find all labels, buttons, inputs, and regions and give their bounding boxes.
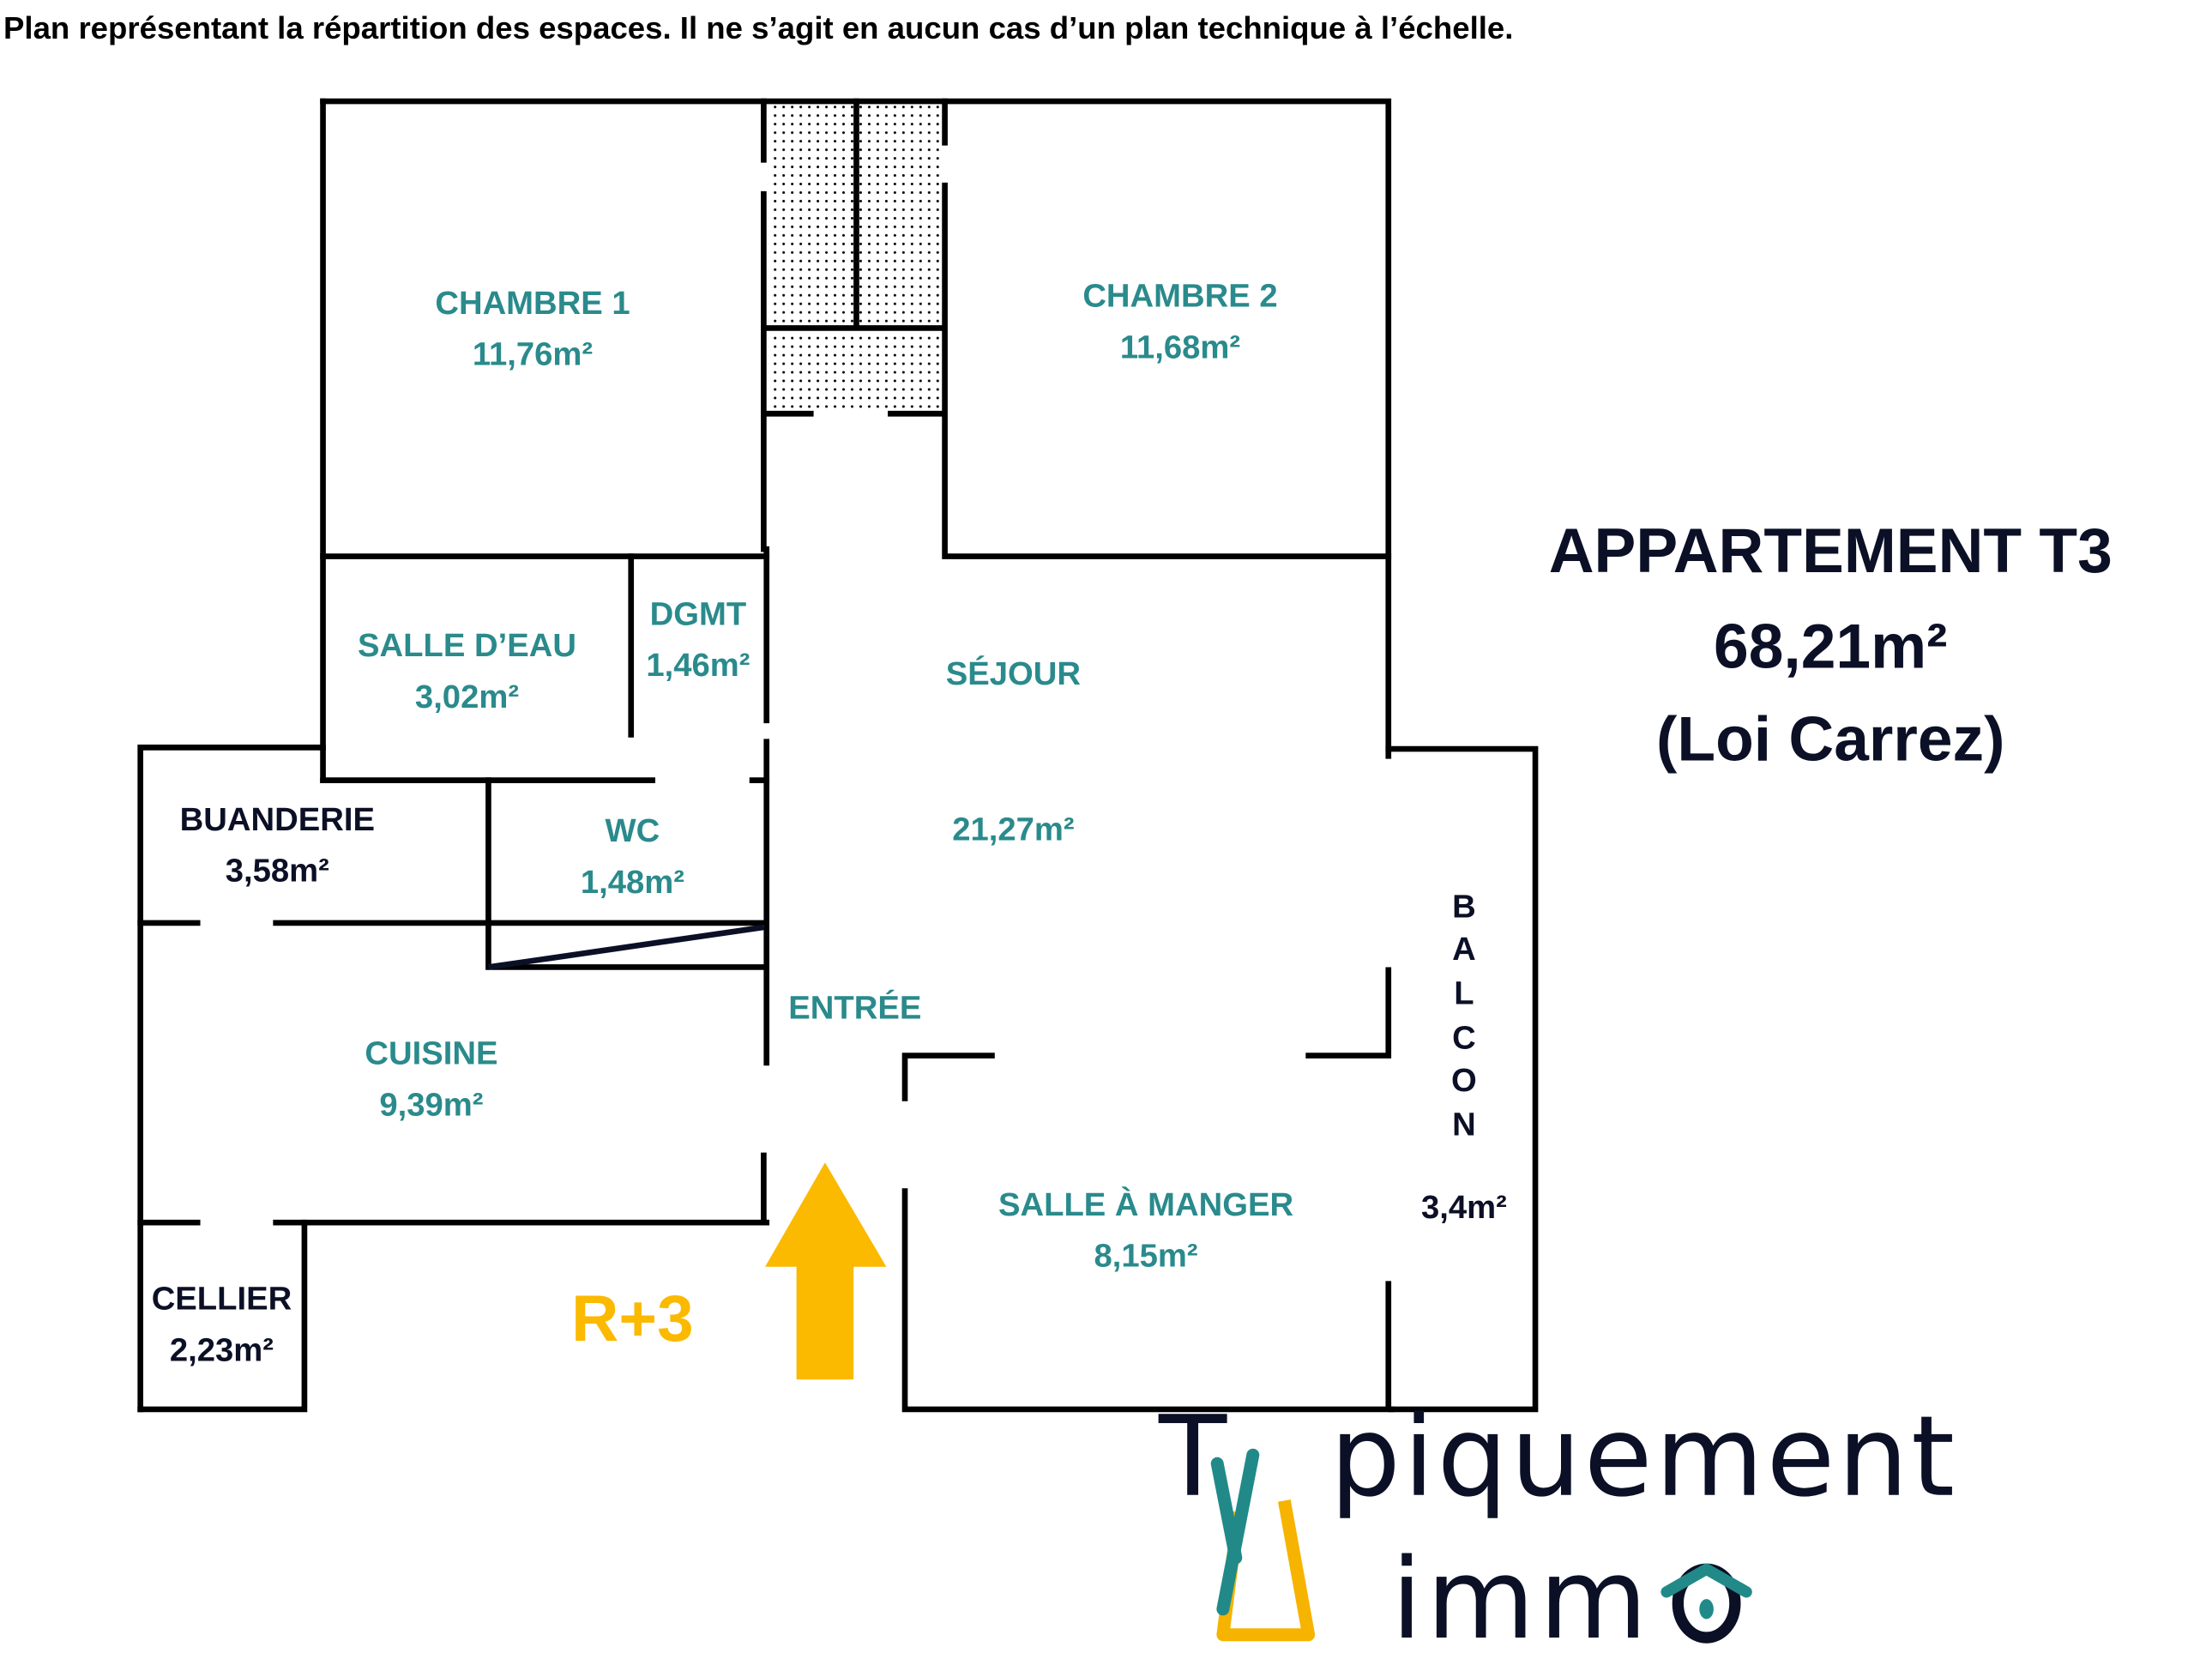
apartment-area: 68,21m² bbox=[1714, 611, 1947, 681]
room-name-sejour: SÉJOUR bbox=[946, 655, 1081, 692]
logo-line1: piquement bbox=[1330, 1392, 1958, 1522]
room-area-chambre2: 11,68m² bbox=[1120, 329, 1240, 365]
logo-letter-t: T bbox=[1158, 1392, 1227, 1522]
logo-line2: imm bbox=[1391, 1535, 1652, 1659]
svg-text:C: C bbox=[1452, 1019, 1476, 1056]
svg-text:L: L bbox=[1454, 975, 1474, 1012]
room-area-salle-manger: 8,15m² bbox=[1094, 1238, 1197, 1275]
room-name-entree: ENTRÉE bbox=[788, 988, 921, 1026]
room-area-cuisine: 9,39m² bbox=[379, 1086, 483, 1123]
room-name-salle-eau: SALLE D’EAU bbox=[358, 627, 576, 664]
svg-text:B: B bbox=[1452, 888, 1476, 925]
room-name-chambre1: CHAMBRE 1 bbox=[435, 285, 630, 322]
room-name-wc: WC bbox=[606, 812, 660, 849]
room-area-cellier: 2,23m² bbox=[170, 1331, 274, 1368]
room-area-sejour: 21,27m² bbox=[952, 811, 1074, 848]
room-name-chambre2: CHAMBRE 2 bbox=[1082, 278, 1277, 315]
disclaimer: Plan représentant la répartition des esp… bbox=[3, 10, 1513, 45]
apartment-title: APPARTEMENT T3 bbox=[1549, 516, 2113, 586]
room-area-chambre1: 11,76m² bbox=[473, 336, 593, 373]
room-name-buanderie: BUANDERIE bbox=[180, 801, 375, 838]
room-area-wc: 1,48m² bbox=[581, 864, 684, 901]
apartment-note: (Loi Carrez) bbox=[1656, 703, 2004, 774]
house-o-icon bbox=[1661, 1563, 1752, 1644]
room-name-dgmt: DGMT bbox=[650, 595, 747, 632]
room-area-buanderie: 3,58m² bbox=[226, 853, 329, 890]
room-area-dgmt: 1,46m² bbox=[646, 647, 750, 684]
room-area-salle-eau: 3,02m² bbox=[415, 679, 519, 715]
floor-level: R+3 bbox=[571, 1282, 693, 1355]
svg-text:N: N bbox=[1452, 1107, 1476, 1143]
entrance-arrow-icon bbox=[765, 1162, 887, 1380]
svg-text:A: A bbox=[1452, 931, 1476, 968]
balcon-label: B A L C O N bbox=[1451, 888, 1477, 1143]
typiquement-immo-logo: T piquement imm bbox=[1158, 1392, 1958, 1659]
stair-line bbox=[487, 924, 764, 970]
room-name-salle-manger: SALLE À MANGER bbox=[998, 1185, 1293, 1223]
room-name-cuisine: CUISINE bbox=[365, 1035, 497, 1072]
svg-text:O: O bbox=[1451, 1062, 1477, 1099]
room-name-cellier: CELLIER bbox=[152, 1281, 292, 1318]
closets bbox=[768, 106, 943, 411]
room-area-balcon: 3,4m² bbox=[1421, 1189, 1507, 1226]
